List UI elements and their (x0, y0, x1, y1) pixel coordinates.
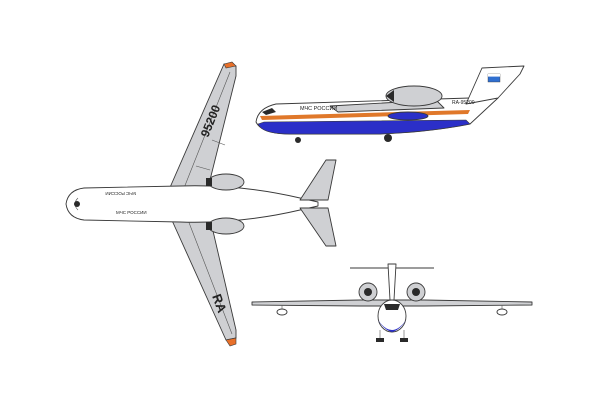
side-view-title: МЧС РОССИИ (300, 106, 337, 112)
top-view: 95200 RA МЧС РОССИИ МЧС РОССИИ (65, 61, 337, 347)
top-view-lower-wing-tip (225, 337, 237, 347)
top-view-title-lower: МЧС РОССИИ (116, 210, 147, 215)
side-view-engine (385, 85, 443, 107)
front-view (251, 263, 533, 342)
top-view-lower-wing (169, 215, 237, 341)
top-view-upper-engine (207, 173, 245, 191)
top-view-fuselage (65, 185, 319, 223)
top-view-title-upper: МЧС РОССИИ (105, 191, 136, 196)
front-view-fin (387, 263, 397, 301)
top-view-lower-engine (207, 217, 245, 235)
top-view-upper-wing-tip (223, 61, 237, 69)
side-view-blue-hull (257, 119, 471, 135)
side-view-engine-pod (387, 111, 429, 121)
side-view-fin (465, 65, 525, 105)
top-view-tailplane-upper (299, 159, 337, 201)
side-view-registration: RA-95200 (452, 100, 475, 106)
top-view-tailplane-lower (299, 207, 337, 247)
side-view: МЧС РОССИИ RA-95200 (255, 65, 525, 143)
top-view-wing-prefix: RA (209, 292, 230, 315)
